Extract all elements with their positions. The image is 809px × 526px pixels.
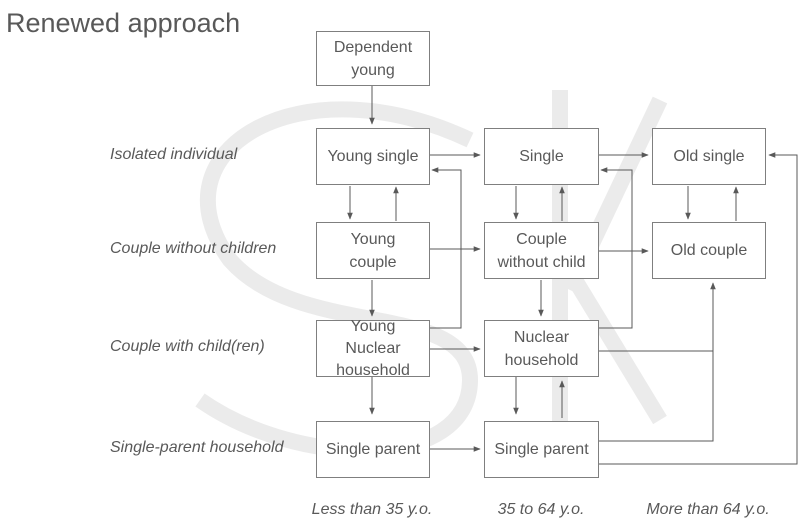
- node-dependent-young: Dependent young: [316, 31, 430, 86]
- node-nuclear-household: Nuclear household: [484, 320, 599, 377]
- node-label: Single: [519, 148, 564, 165]
- arrow-single-parent-to-old-single: [599, 152, 798, 465]
- node-young-single-parent: Single parent: [316, 421, 430, 478]
- row-label-couple-without-children: Couple without children: [110, 240, 277, 257]
- page-title: Renewed approach: [6, 8, 241, 38]
- row-label-couple-with-children: Couple with child(ren): [110, 338, 265, 355]
- node-old-single: Old single: [652, 128, 766, 185]
- column-label-under-35: Less than 35 y.o.: [311, 501, 433, 518]
- arrow-single-parent-to-old-couple: [599, 351, 714, 442]
- node-old-couple: Old couple: [652, 222, 766, 279]
- node-label: Couple without child: [497, 230, 586, 271]
- node-label: Single parent: [494, 441, 589, 458]
- column-label-over-64: More than 64 y.o.: [646, 501, 770, 518]
- node-young-couple: Young couple: [316, 222, 430, 279]
- connectors: [347, 86, 798, 465]
- row-label-isolated: Isolated individual: [110, 146, 238, 163]
- row-label-single-parent: Single-parent household: [110, 439, 284, 456]
- node-label: Single parent: [325, 441, 421, 458]
- node-single-parent: Single parent: [484, 421, 599, 478]
- arrow-nuclear-to-single: [599, 167, 633, 329]
- node-couple-without-child: Couple without child: [484, 222, 599, 279]
- node-label: Old single: [673, 148, 745, 165]
- node-young-nuclear-household: Young Nuclear household: [316, 318, 430, 379]
- node-label: Young Nuclear household: [336, 317, 410, 379]
- node-single: Single: [484, 128, 599, 185]
- node-label: Dependent young: [333, 38, 413, 79]
- node-label: Old couple: [670, 242, 748, 259]
- node-label: Young couple: [349, 230, 397, 271]
- node-label: Nuclear household: [504, 328, 579, 369]
- node-label: Young single: [327, 148, 419, 165]
- column-label-35-to-64: 35 to 64 y.o.: [497, 501, 585, 518]
- node-young-single: Young single: [316, 128, 430, 185]
